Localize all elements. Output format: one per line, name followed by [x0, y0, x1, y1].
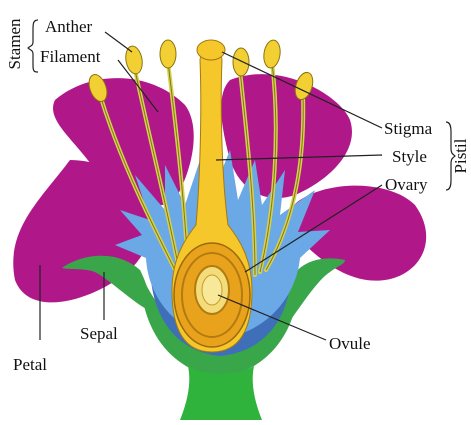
stigma	[197, 40, 225, 60]
stamen-bracket	[28, 20, 38, 72]
label-petal: Petal	[13, 355, 47, 374]
ovule-core	[202, 275, 222, 305]
stem	[180, 366, 262, 420]
leader-anther	[105, 32, 132, 52]
anther-4	[233, 48, 249, 76]
label-ovule: Ovule	[329, 334, 371, 353]
anther-5	[262, 39, 282, 69]
label-style: Style	[392, 147, 427, 166]
label-stamen: Stamen	[5, 18, 24, 69]
anther-3	[160, 40, 176, 68]
label-filament: Filament	[40, 47, 101, 66]
label-ovary: Ovary	[385, 175, 428, 194]
label-pistil: Pistil	[451, 138, 470, 173]
label-anther: Anther	[45, 17, 93, 36]
label-stigma: Stigma	[384, 119, 433, 138]
label-sepal: Sepal	[80, 324, 118, 343]
